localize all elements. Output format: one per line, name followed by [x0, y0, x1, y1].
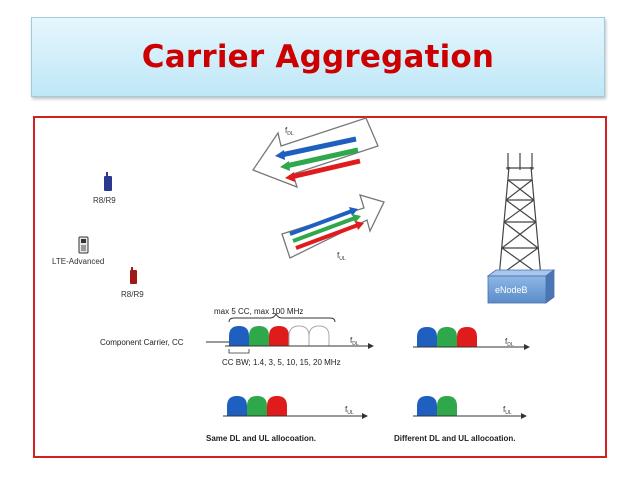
device-label-r8-2: R8/R9 — [121, 290, 144, 299]
dl-hollow-arrow — [252, 117, 379, 189]
component-carrier-label: Component Carrier, CC — [100, 338, 184, 347]
same-ul-blocks — [227, 396, 287, 416]
cc-axis-dl — [225, 343, 374, 349]
max-cc-brace — [228, 312, 336, 323]
diff-axis-dl-label: fDL — [505, 337, 514, 348]
cc-bw-bracket — [228, 349, 250, 354]
device-label-r8-1: R8/R9 — [93, 196, 116, 205]
diff-axis-dl — [413, 344, 530, 350]
title-banner: Carrier Aggregation — [31, 17, 605, 97]
cc-blocks — [229, 325, 330, 346]
diff-dl-blocks — [417, 327, 477, 347]
device-label-lte-advanced: LTE-Advanced — [52, 257, 104, 266]
same-allocation-label: Same DL and UL allocoation. — [206, 434, 316, 443]
cc-axis-dl-label: fDL — [350, 336, 359, 347]
diagram-frame — [33, 116, 607, 458]
ul-carrier-arrows — [289, 207, 364, 250]
diff-axis-ul — [413, 413, 527, 419]
different-allocation-label: Different DL and UL allocoation. — [394, 434, 516, 443]
same-axis-ul-label: fUL — [345, 405, 354, 416]
phone-icon-r8-1 — [104, 172, 112, 191]
tower-icon — [498, 153, 542, 279]
same-axis-ul — [223, 413, 368, 419]
enodeb-box — [486, 269, 556, 304]
diff-ul-blocks — [417, 396, 457, 416]
max-cc-label: max 5 CC, max 100 MHz — [214, 307, 303, 316]
slide-title: Carrier Aggregation — [141, 39, 495, 75]
cc-bw-label: CC BW; 1.4, 3, 5, 10, 15, 20 MHz — [222, 358, 341, 367]
phone-icon-lte-advanced — [78, 236, 89, 254]
f-ul-label-mid: fUL — [337, 251, 346, 262]
f-dl-label-top: fDL — [285, 126, 294, 137]
dl-carrier-arrows — [275, 136, 361, 182]
enodeb-label: eNodeB — [495, 285, 528, 295]
phone-icon-r8-2 — [130, 267, 137, 284]
diff-axis-ul-label: fUL — [503, 405, 512, 416]
